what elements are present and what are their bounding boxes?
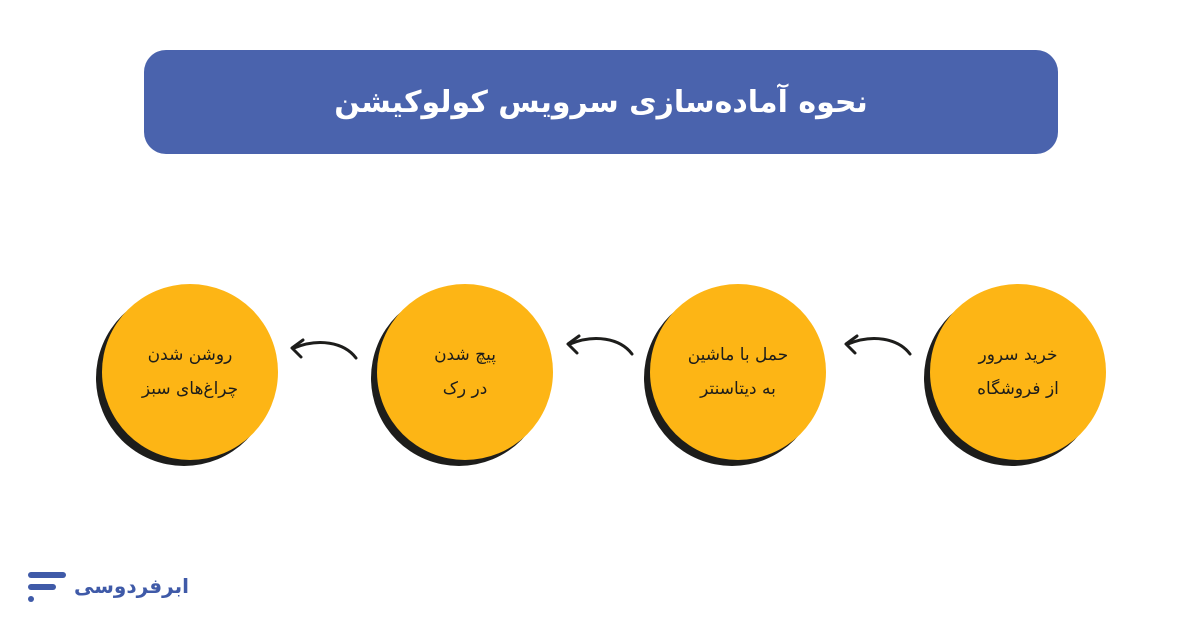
ferdowsi-f-logo-icon <box>28 572 66 602</box>
curved-arrow-left-icon <box>566 334 634 356</box>
step-2: حمل با ماشین به دیتاسنتر <box>644 284 826 466</box>
step-4: روشن شدن چراغ‌های سبز <box>96 284 278 466</box>
page-title: نحوه آماده‌سازی سرویس کولوکیشن <box>334 84 868 120</box>
title-banner: نحوه آماده‌سازی سرویس کولوکیشن <box>144 50 1058 154</box>
brand-logo: ابرفردوسی <box>28 566 189 606</box>
step-1: خرید سرور از فروشگاه <box>924 284 1106 466</box>
step-1-circle: خرید سرور از فروشگاه <box>930 284 1106 460</box>
brand-name: ابرفردوسی <box>74 574 189 598</box>
step-3-line-2: در رک <box>442 379 488 399</box>
step-3: پیچ شدن در رک <box>371 284 553 466</box>
curved-arrow-left-icon <box>290 338 358 360</box>
step-2-circle: حمل با ماشین به دیتاسنتر <box>650 284 826 460</box>
step-3-circle: پیچ شدن در رک <box>377 284 553 460</box>
step-4-line-1: روشن شدن <box>147 345 233 365</box>
step-4-circle: روشن شدن چراغ‌های سبز <box>102 284 278 460</box>
step-1-line-2: از فروشگاه <box>977 379 1059 399</box>
step-4-line-2: چراغ‌های سبز <box>141 379 239 399</box>
step-2-line-2: به دیتاسنتر <box>700 379 776 399</box>
step-2-line-1: حمل با ماشین <box>687 345 789 365</box>
step-1-line-1: خرید سرور <box>978 345 1058 365</box>
step-3-line-1: پیچ شدن <box>434 345 496 365</box>
curved-arrow-left-icon <box>844 334 912 356</box>
